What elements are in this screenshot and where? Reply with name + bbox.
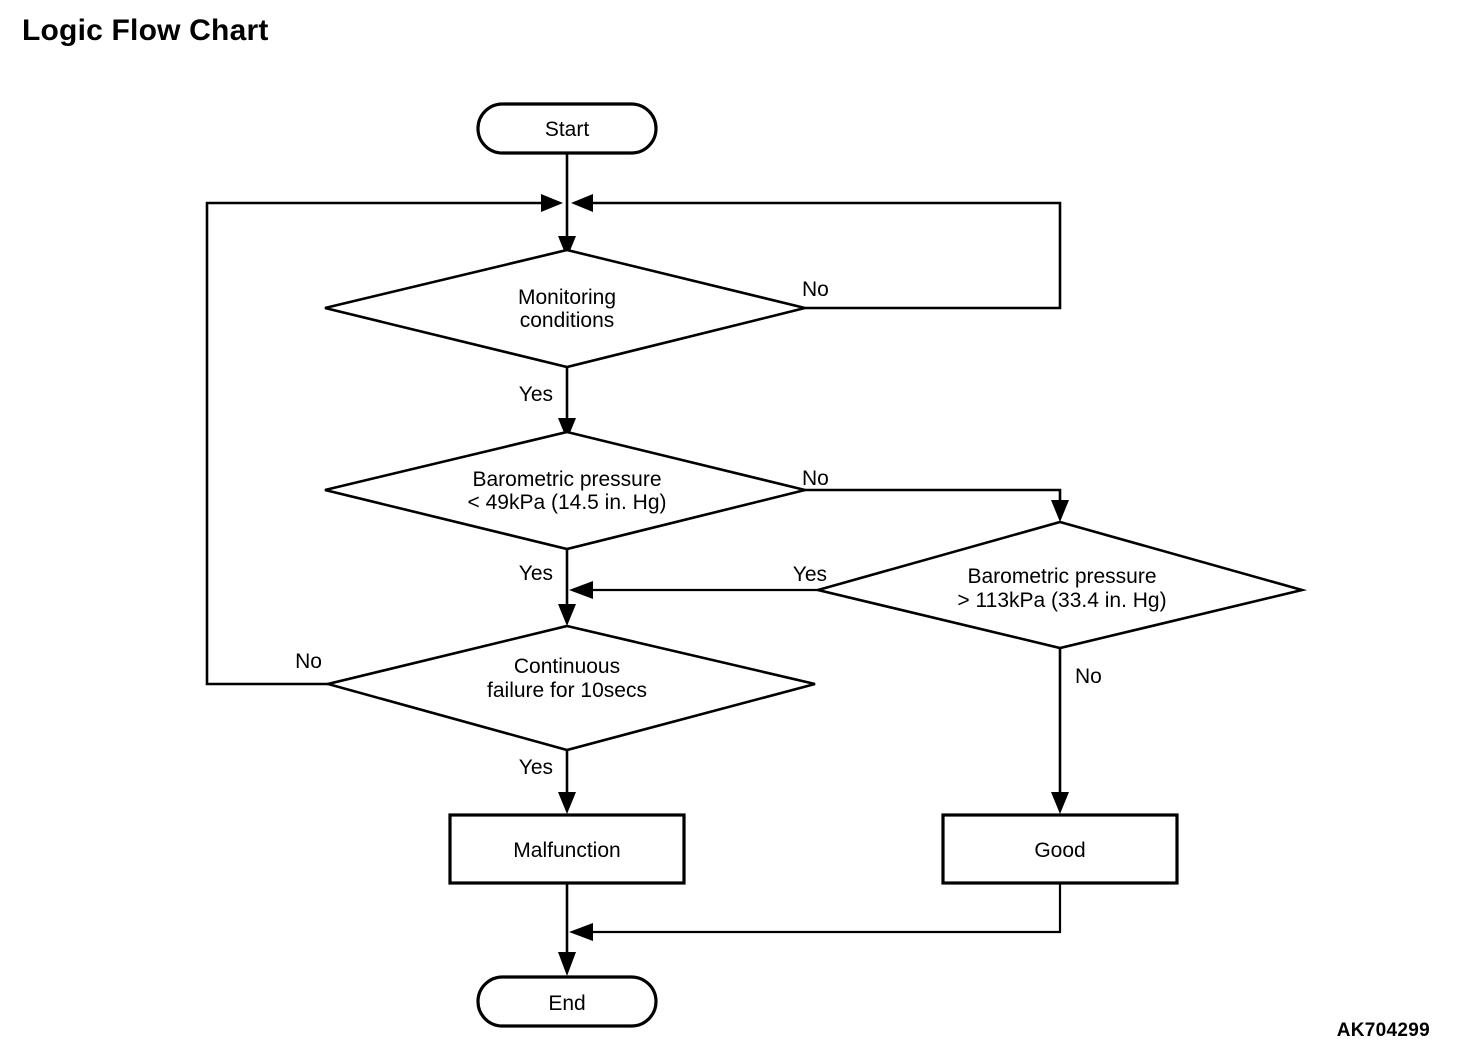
edge-label-monitoring-no: No: [802, 278, 829, 301]
arrowhead-into-monitoring: [558, 236, 576, 258]
node-malfunction[interactable]: Malfunction: [448, 813, 686, 885]
node-barometric-high[interactable]: Barometric pressure > 113kPa (33.4 in. H…: [812, 520, 1308, 650]
edge-continuous-no-loopback: [205, 201, 555, 686]
edge-baro-low-no: [805, 488, 1062, 512]
arrowhead-good-merge: [569, 923, 593, 941]
baro-low-label-line1: Barometric pressure: [472, 468, 661, 491]
node-good[interactable]: Good: [941, 813, 1179, 885]
continuous-label-line1: Continuous: [514, 655, 620, 678]
node-start[interactable]: Start: [476, 102, 658, 155]
edge-label-baro-low-no: No: [802, 467, 829, 490]
edge-monitoring-no-loopback: [579, 201, 1062, 310]
edge-label-baro-high-yes: Yes: [793, 563, 827, 586]
malfunction-shape: [448, 813, 686, 885]
node-continuous-failure[interactable]: Continuous failure for 10secs: [322, 624, 816, 752]
monitoring-shape: [324, 248, 806, 369]
edge-label-continuous-yes: Yes: [519, 756, 553, 779]
arrowhead-into-continuous: [558, 604, 576, 626]
arrowhead-baro-high-yes: [569, 581, 593, 599]
node-end[interactable]: End: [476, 975, 658, 1028]
start-shape: [476, 102, 658, 155]
baro-high-label-line2: > 113kPa (33.4 in. Hg): [957, 589, 1166, 612]
continuous-shape: [322, 624, 816, 752]
edge-good-to-end: [580, 883, 1062, 934]
monitoring-label-line1: Monitoring: [518, 286, 616, 309]
arrowhead-loopback-right: [571, 194, 593, 212]
arrowhead-into-end: [558, 952, 576, 976]
continuous-label-line2: failure for 10secs: [487, 679, 647, 702]
figure-id-label: AK704299: [1336, 1020, 1430, 1041]
edge-label-continuous-no: No: [295, 650, 322, 673]
baro-low-shape: [324, 430, 806, 551]
baro-high-shape: [812, 520, 1308, 650]
good-shape: [941, 813, 1179, 885]
arrowhead-into-good: [1051, 792, 1069, 814]
arrowhead-into-baro-low: [558, 418, 576, 440]
end-shape: [476, 975, 658, 1028]
arrowhead-into-baro-high: [1051, 500, 1069, 522]
baro-high-label-line1: Barometric pressure: [967, 565, 1156, 588]
monitoring-label-line2: conditions: [520, 309, 615, 332]
edge-label-monitoring-yes: Yes: [519, 383, 553, 406]
start-label: Start: [545, 118, 590, 141]
arrowhead-loopback-left: [541, 194, 563, 212]
edge-label-baro-low-yes: Yes: [519, 562, 553, 585]
good-label: Good: [1034, 839, 1085, 862]
end-label: End: [548, 992, 585, 1015]
edge-label-baro-high-no: No: [1075, 665, 1102, 688]
malfunction-label: Malfunction: [513, 839, 620, 862]
node-monitoring-conditions[interactable]: Monitoring conditions: [324, 248, 806, 369]
baro-low-label-line2: < 49kPa (14.5 in. Hg): [467, 491, 666, 514]
arrowhead-into-malfunction: [558, 792, 576, 814]
node-barometric-low[interactable]: Barometric pressure < 49kPa (14.5 in. Hg…: [324, 430, 806, 551]
page-title: Logic Flow Chart: [22, 14, 269, 47]
